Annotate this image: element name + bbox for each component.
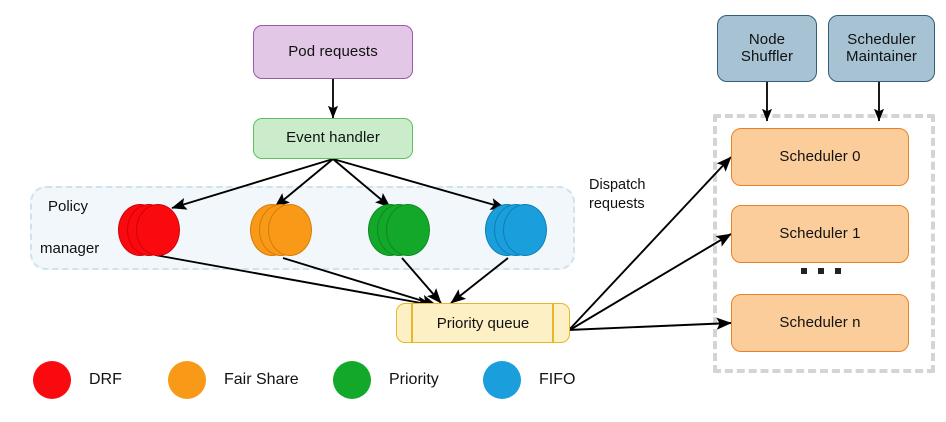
priority-queue-divider-right — [552, 304, 554, 342]
dispatch-requests-line1: Dispatch — [589, 177, 646, 193]
dispatch-requests-label: Dispatch requests — [589, 176, 645, 213]
node-scheduler-1[interactable]: Scheduler 1 — [731, 205, 909, 263]
policy-blob-priority[interactable] — [368, 204, 430, 256]
scheduler-ellipsis — [801, 268, 841, 274]
legend-label-fair-share: Fair Share — [224, 371, 299, 388]
policy-blob-drf-layer-3 — [136, 204, 180, 256]
node-shuffler-label-line2: Shuffler — [740, 47, 794, 65]
policy-manager-label-line2: manager — [40, 240, 100, 257]
node-node-shuffler[interactable]: Node Shuffler — [717, 15, 817, 82]
node-pod-requests[interactable]: Pod requests — [253, 25, 413, 79]
policy-manager-label-line1: Policy — [48, 198, 89, 215]
legend-label-drf: DRF — [89, 371, 122, 388]
node-event-handler[interactable]: Event handler — [253, 118, 413, 159]
policy-blob-drf[interactable] — [118, 204, 180, 256]
node-shuffler-label-line1: Node — [748, 30, 786, 48]
ellipsis-dot-3 — [835, 268, 841, 274]
legend-dot-drf — [33, 361, 71, 399]
policy-blob-fifo[interactable] — [485, 204, 547, 256]
legend-dot-priority — [333, 361, 371, 399]
policy-blob-priority-layer-3 — [386, 204, 430, 256]
ellipsis-dot-1 — [801, 268, 807, 274]
policy-blob-fair-share-layer-3 — [268, 204, 312, 256]
node-scheduler-n[interactable]: Scheduler n — [731, 294, 909, 352]
policy-blob-fifo-layer-3 — [503, 204, 547, 256]
legend-dot-fifo — [483, 361, 521, 399]
legend-item-fifo: FIFO — [483, 361, 575, 399]
priority-queue-divider-left — [411, 304, 413, 342]
node-scheduler-0[interactable]: Scheduler 0 — [731, 128, 909, 186]
legend-label-fifo: FIFO — [539, 371, 576, 388]
scheduler-maintainer-label-line1: Scheduler — [847, 30, 916, 48]
policy-blob-fair-share[interactable] — [250, 204, 312, 256]
dispatch-requests-line2: requests — [589, 195, 645, 212]
priority-queue-label: Priority queue — [436, 314, 530, 332]
node-scheduler-maintainer[interactable]: Scheduler Maintainer — [828, 15, 935, 82]
ellipsis-dot-2 — [818, 268, 824, 274]
legend-item-drf: DRF — [33, 361, 122, 399]
scheduler-maintainer-label-line2: Maintainer — [845, 47, 918, 65]
legend-item-priority: Priority — [333, 361, 439, 399]
node-priority-queue[interactable]: Priority queue — [396, 303, 570, 343]
legend-dot-fair-share — [168, 361, 206, 399]
legend-item-fair-share: Fair Share — [168, 361, 299, 399]
legend-label-priority: Priority — [389, 371, 439, 388]
